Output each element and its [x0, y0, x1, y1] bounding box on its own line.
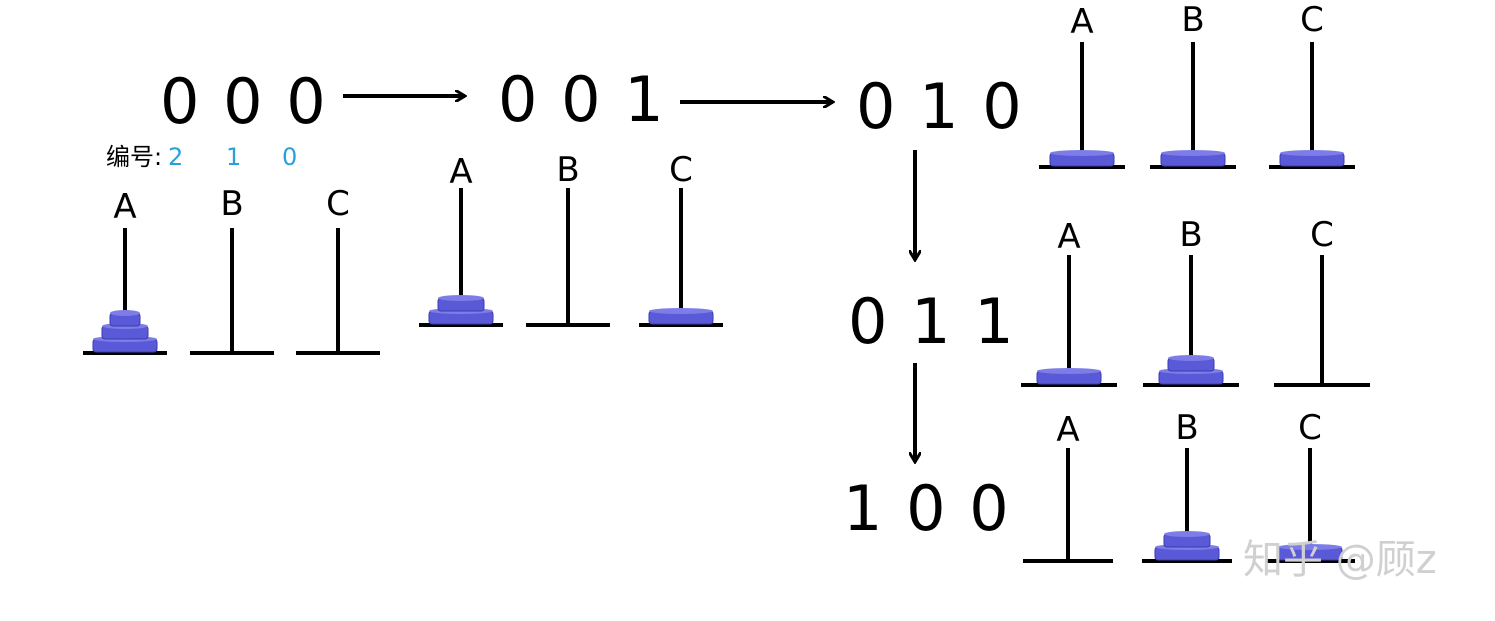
disk-top — [1161, 150, 1225, 156]
disk — [1036, 368, 1102, 385]
peg-c: C — [1274, 215, 1370, 387]
tower-group-010: A B C — [1039, 0, 1355, 169]
peg-a: A — [83, 187, 167, 355]
peg-c: C — [1265, 408, 1355, 563]
peg-a: A — [1023, 410, 1113, 563]
peg-label: A — [1070, 2, 1093, 42]
tower-group-001: A B C — [419, 150, 723, 327]
disk — [1049, 150, 1115, 167]
state-label-001: 0 0 1 — [498, 63, 666, 136]
peg-label: C — [1300, 0, 1324, 40]
peg-b: B — [1142, 408, 1232, 563]
state-label-010: 0 1 0 — [856, 70, 1024, 143]
disk — [1277, 544, 1343, 561]
tower-group-000: A B C — [83, 184, 380, 355]
disk-top — [1278, 544, 1342, 550]
disk-top — [1168, 355, 1214, 361]
watermark: 知乎 @顾z — [1243, 537, 1437, 583]
peg-label: B — [556, 150, 579, 190]
peg-label: A — [449, 152, 472, 192]
disk — [437, 295, 485, 312]
disk — [1163, 531, 1211, 548]
peg-c: C — [1269, 0, 1355, 169]
peg-a: A — [419, 152, 503, 327]
peg-c: C — [639, 150, 723, 327]
tower-groups: A B C A B C A B C A B C A B C — [83, 0, 1370, 563]
peg-a: A — [1039, 2, 1125, 169]
peg-a: A — [1021, 217, 1117, 387]
peg-label: A — [1056, 410, 1079, 450]
disk — [1160, 150, 1226, 167]
peg-b: B — [526, 150, 610, 327]
peg-label: B — [220, 184, 243, 224]
index-number-0: 0 — [282, 143, 297, 171]
tower-group-100: A B C — [1023, 408, 1355, 563]
disk-top — [1164, 531, 1210, 537]
index-number-2: 2 — [168, 143, 183, 171]
peg-c: C — [296, 184, 380, 355]
state-label-011: 0 1 1 — [848, 285, 1016, 358]
index-number-1: 1 — [226, 143, 241, 171]
peg-b: B — [1143, 215, 1239, 387]
disk-top — [649, 308, 713, 314]
disk — [1279, 150, 1345, 167]
peg-b: B — [1150, 0, 1236, 169]
disk-top — [1280, 150, 1344, 156]
transition-arrows — [343, 96, 915, 462]
disk-top — [438, 295, 484, 301]
tower-group-011: A B C — [1021, 215, 1370, 387]
peg-label: B — [1181, 0, 1204, 40]
peg-label: A — [113, 187, 136, 227]
peg-label: A — [1057, 217, 1080, 257]
state-label-100: 1 0 0 — [843, 472, 1011, 545]
disk — [109, 310, 141, 327]
peg-label: C — [326, 184, 350, 224]
peg-label: C — [1298, 408, 1322, 448]
disk — [648, 308, 714, 325]
peg-label: C — [669, 150, 693, 190]
disk-top — [1050, 150, 1114, 156]
state-label-000: 0 0 0 — [160, 65, 328, 138]
peg-label: B — [1179, 215, 1202, 255]
disk-top — [1037, 368, 1101, 374]
peg-b: B — [190, 184, 274, 355]
index-label: 编号: — [106, 143, 162, 171]
peg-label: B — [1175, 408, 1198, 448]
disk-top — [110, 310, 140, 316]
disk — [1167, 355, 1215, 372]
peg-label: C — [1310, 215, 1334, 255]
